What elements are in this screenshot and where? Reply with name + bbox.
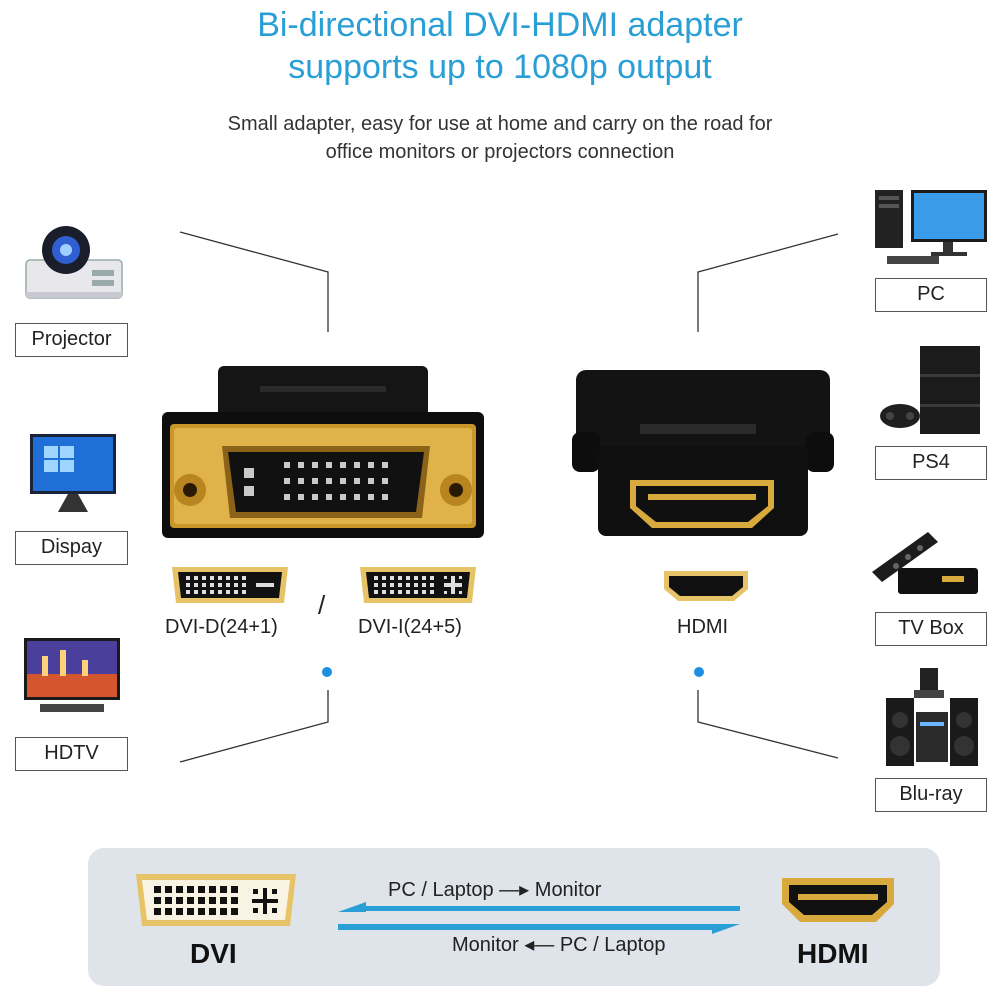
dvi-adapter-image [162,366,484,538]
panel-label-hdmi: HDMI [797,938,869,969]
panel-label-dvi: DVI [190,938,237,969]
separator-slash: / [318,590,326,620]
line-projector [179,231,329,332]
line-bluray [697,690,839,759]
device-label-pc: PC [875,278,987,312]
subtitle-line-1: Small adapter, easy for use at home and … [227,113,773,135]
device-label-display: Dispay [15,531,128,565]
dvi-panel-icon [136,874,296,926]
hdmi-panel-icon [782,878,894,922]
monitor-icon [30,434,116,512]
device-label-ps4: PS4 [875,446,987,480]
label-dvi-d: DVI-D(24+1) [165,616,278,638]
dot-right [694,667,704,677]
device-label-projector: Projector [15,323,128,357]
device-label-tv-box: TV Box [875,612,987,646]
tv-icon [24,638,120,712]
label-dvi-i: DVI-I(24+5) [358,616,462,638]
hdmi-port-icon [664,571,748,601]
bidirectional-arrow [338,902,740,934]
page-title-line-1: Bi-directional DVI-HDMI adapter [257,6,743,44]
dvi-i-port-icon [360,567,476,603]
dot-left [322,667,332,677]
device-label-bluray: Blu-ray [875,778,987,812]
dvi-d-port-icon [172,567,288,603]
flow-top-text: PC / Laptop —▸ Monitor [388,879,602,901]
flow-bottom-text: Monitor ◂— PC / Laptop [452,934,666,956]
page-title-line-2: supports up to 1080p output [288,48,712,86]
device-label-hdtv: HDTV [15,737,128,771]
bluray-player-icon [886,668,978,766]
line-hdtv [179,690,329,763]
tv-box-icon [872,532,978,594]
subtitle-line-2: office monitors or projectors connection [325,141,675,163]
desktop-pc-icon [875,190,987,264]
game-console-icon [880,346,980,434]
projector-icon [25,226,123,299]
line-pc [697,233,839,332]
label-hdmi: HDMI [677,616,729,638]
hdmi-adapter-image [572,370,834,536]
